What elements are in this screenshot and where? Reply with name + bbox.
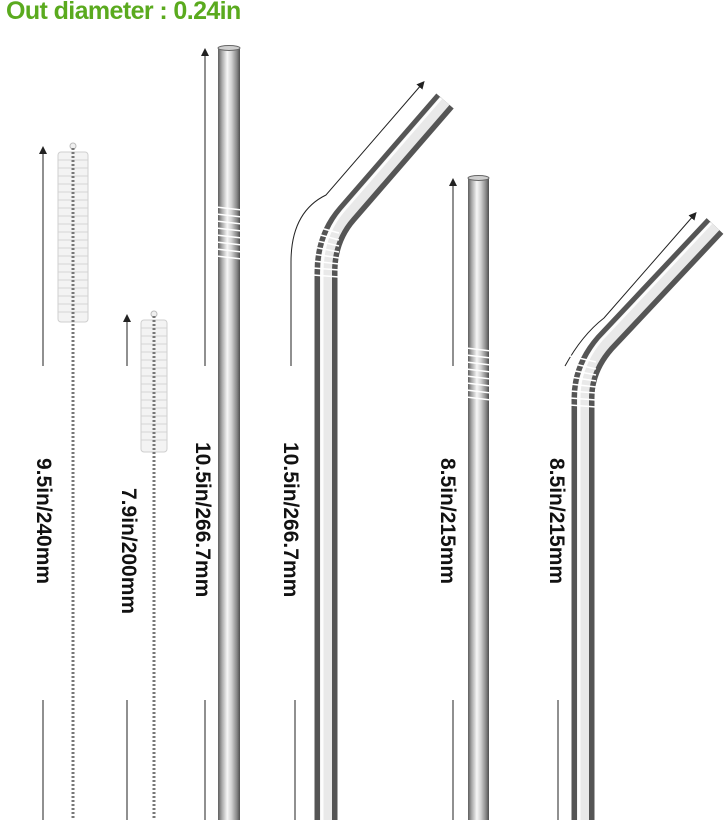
straw4-size-label: 8.5in/215mm bbox=[545, 458, 568, 585]
straw1-grip-rings bbox=[215, 206, 243, 260]
straw3-opening bbox=[467, 175, 490, 181]
brush2-size-label: 7.9in/200mm bbox=[117, 488, 140, 615]
long-cleaning-brush bbox=[39, 142, 89, 820]
straw4-top-dimension-arrow bbox=[564, 211, 697, 367]
short-straight-straw bbox=[449, 175, 492, 820]
short-bent-straw bbox=[557, 211, 724, 820]
straw4-highlight bbox=[577, 221, 713, 820]
straw4-tube bbox=[577, 221, 720, 820]
straw2-top-dimension-arrow bbox=[290, 80, 425, 366]
straw2-size-label: 10.5in/266.7mm bbox=[279, 442, 302, 598]
long-straight-straw bbox=[201, 45, 243, 820]
straw1-size-label: 10.5in/266.7mm bbox=[191, 442, 214, 598]
straw2-grip-rings bbox=[312, 225, 340, 278]
long-bent-straw bbox=[290, 80, 454, 820]
straw2-highlight bbox=[320, 97, 443, 820]
straw3-size-label: 8.5in/215mm bbox=[436, 458, 459, 585]
straw4-tube-shadow bbox=[571, 218, 724, 820]
outer-diameter-title: Out diameter : 0.24in bbox=[6, 0, 241, 25]
short-cleaning-brush bbox=[123, 310, 168, 820]
straw1-tube bbox=[218, 48, 240, 820]
straw4-grip-rings bbox=[569, 355, 597, 408]
brush1-size-label: 9.5in/240mm bbox=[32, 458, 55, 585]
straw3-grip-rings bbox=[465, 347, 492, 401]
straw3-tube bbox=[468, 178, 489, 820]
straw1-opening bbox=[217, 45, 241, 51]
straw2-tube bbox=[320, 97, 450, 820]
